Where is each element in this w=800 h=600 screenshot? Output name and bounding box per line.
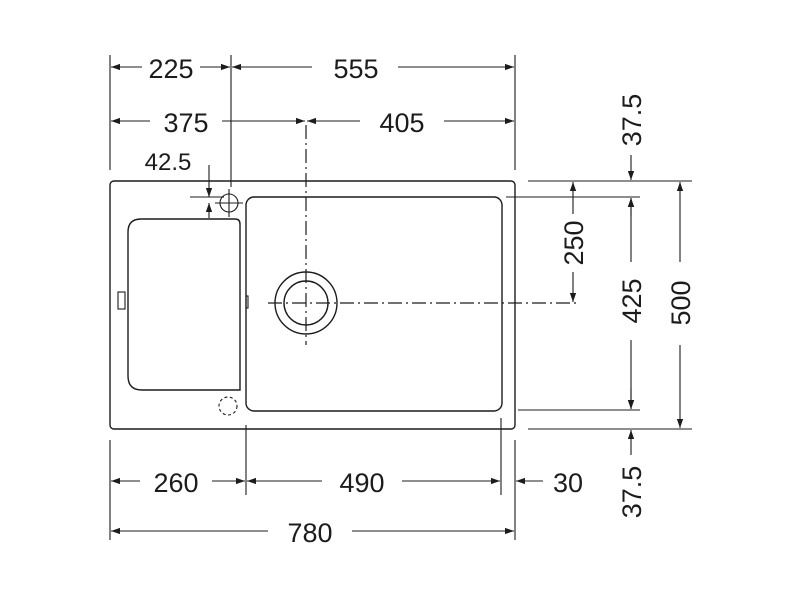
center-lines xyxy=(268,125,580,345)
dim-425: 425 xyxy=(617,198,647,409)
overflow-hole xyxy=(218,396,238,416)
drainer-slot xyxy=(117,291,126,310)
dim-225: 225 xyxy=(111,54,230,84)
sink-body xyxy=(109,180,516,430)
dim-30: 30 xyxy=(516,468,583,498)
dim-37-5-bottom-label: 37.5 xyxy=(617,466,647,519)
bowl-outline xyxy=(245,196,503,412)
dim-425-label: 425 xyxy=(617,278,647,323)
dim-30-label: 30 xyxy=(553,468,583,498)
dim-37-5-top-label: 37.5 xyxy=(617,94,647,147)
dim-42-5-label: 42.5 xyxy=(145,149,192,176)
dim-225-label: 225 xyxy=(148,54,193,84)
sink-outline xyxy=(109,180,516,430)
dim-37-5-top: 37.5 xyxy=(617,94,647,216)
dim-260: 260 xyxy=(111,468,245,498)
dim-555: 555 xyxy=(232,54,514,84)
dim-42-5: 42.5 xyxy=(145,149,213,218)
dim-37-5-bottom: 37.5 xyxy=(617,388,647,518)
dim-375-label: 375 xyxy=(163,108,208,138)
dim-375: 375 xyxy=(111,108,305,138)
dim-405-label: 405 xyxy=(379,108,424,138)
dim-500-label: 500 xyxy=(666,280,696,325)
dim-405: 405 xyxy=(307,108,514,138)
dim-490-label: 490 xyxy=(339,468,384,498)
dim-260-label: 260 xyxy=(153,468,198,498)
dim-250: 250 xyxy=(559,182,589,302)
dim-780-label: 780 xyxy=(287,518,332,548)
dim-490: 490 xyxy=(247,468,500,498)
drainer-area xyxy=(127,218,241,391)
dim-780: 780 xyxy=(111,518,514,548)
dim-500: 500 xyxy=(666,182,696,428)
dim-250-label: 250 xyxy=(559,220,589,265)
dim-555-label: 555 xyxy=(333,54,378,84)
